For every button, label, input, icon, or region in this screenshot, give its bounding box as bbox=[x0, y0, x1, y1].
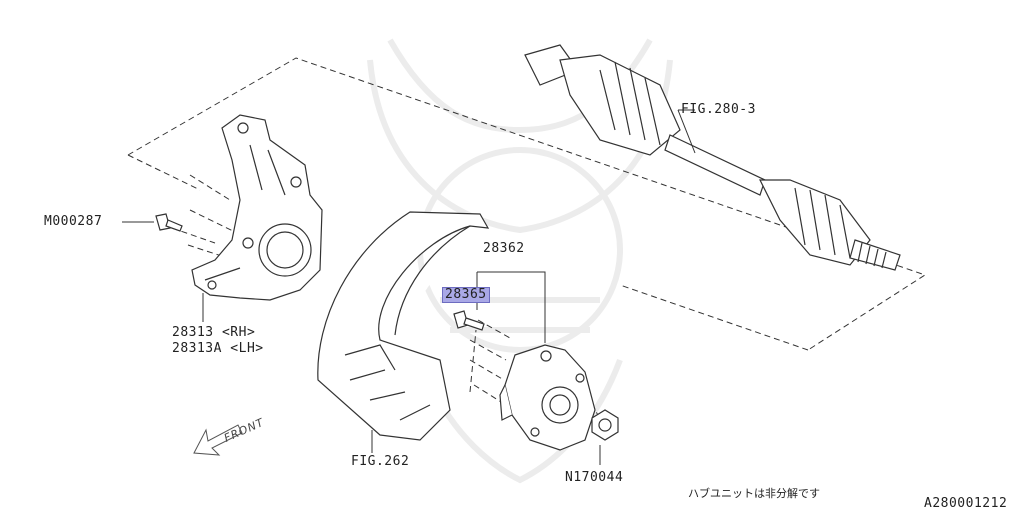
label-m000287[interactable]: M000287 bbox=[44, 214, 103, 229]
leader-lines bbox=[122, 109, 696, 465]
note-hub-unit-non-disassemblable: ハブユニットは非分解です bbox=[688, 487, 820, 500]
label-n170044[interactable]: N170044 bbox=[565, 470, 624, 485]
label-28362[interactable]: 28362 bbox=[483, 241, 525, 256]
hub-bolt-28365 bbox=[453, 310, 485, 331]
dust-shield bbox=[317, 211, 490, 441]
front-arrow-icon bbox=[193, 424, 243, 456]
label-28313a-lh[interactable]: 28313A <LH> bbox=[172, 341, 264, 356]
steering-knuckle bbox=[191, 114, 323, 301]
diagram-code: A280001212 bbox=[924, 496, 1008, 511]
drive-shaft bbox=[524, 44, 901, 271]
label-fig-280-3[interactable]: FIG.280-3 bbox=[681, 102, 756, 117]
bolt-m000287 bbox=[155, 213, 183, 232]
label-fig-262[interactable]: FIG.262 bbox=[351, 454, 410, 469]
hub-unit bbox=[499, 344, 596, 451]
label-28365-highlighted[interactable]: 28365 bbox=[442, 287, 490, 303]
axle-nut bbox=[591, 409, 619, 441]
label-28313-rh[interactable]: 28313 <RH> bbox=[172, 325, 256, 340]
